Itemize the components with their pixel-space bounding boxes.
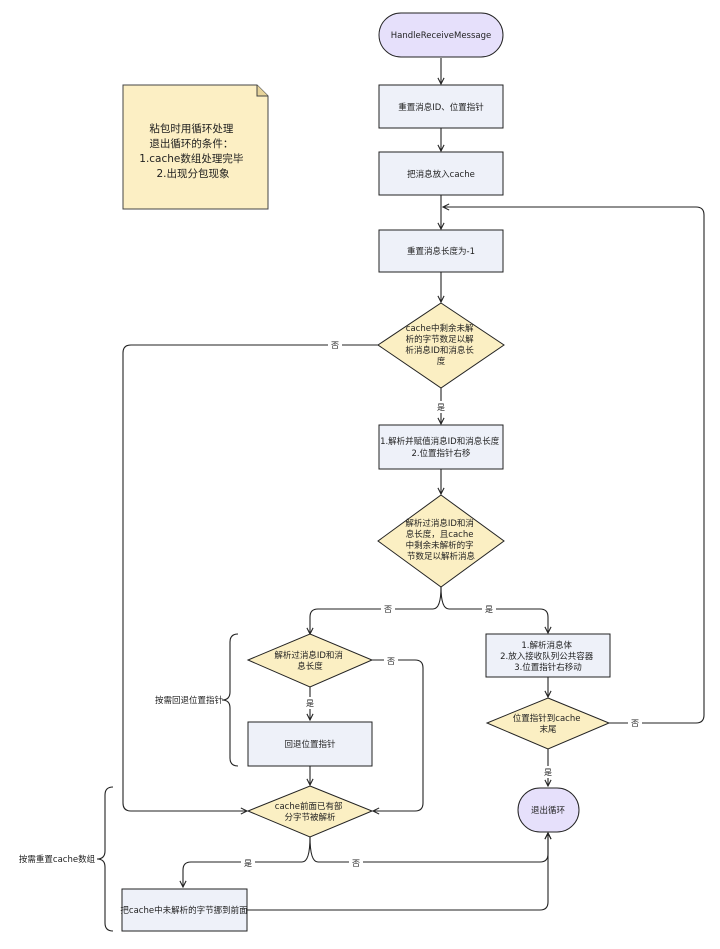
node-reset-len: 重置消息长度为-1 [378, 229, 504, 273]
node-rollback: 回退位置指针 [247, 721, 373, 767]
label-yes-parsed: 是 [306, 699, 314, 708]
brace-rollback: 按需回退位置指针 [155, 633, 239, 767]
node-start-label: HandleReceiveMessage [391, 31, 492, 41]
edge-labels: 否 是 否 是 否 是 是 否 是 否 [241, 339, 642, 869]
edge-checkheader-no [122, 344, 378, 811]
node-check-end: 位置指针到cache 末尾 [485, 697, 611, 750]
node-check-partial: cache前面已有部 分字节被解析 [246, 785, 374, 838]
label-no-end: 否 [631, 719, 639, 728]
edge-checkend-no [443, 207, 705, 724]
node-check-body: 解析过消息ID和消 息长度，且cache 中剩余未解析的字 节数足以解析消息 [377, 494, 505, 588]
edge-checkpartial-yes [183, 836, 311, 887]
label-yes-end: 是 [544, 768, 552, 777]
node-exit-label: 退出循环 [531, 805, 566, 816]
edge-move-exit [247, 833, 548, 911]
edge-checkbody-yes [440, 586, 548, 633]
sticky-note-text: 粘包时用循环处理 退出循环的条件： 1.cache数组处理完毕 2.出现分包现象 [139, 122, 246, 180]
side-label-reset-cache: 按需重置cache数组 [19, 854, 96, 865]
node-reset-len-label: 重置消息长度为-1 [407, 246, 475, 257]
node-check-end-label: 位置指针到cache 末尾 [513, 713, 583, 735]
node-parse-header: 1.解析并赋值消息ID和消息长度 2.位置指针右移 [378, 424, 504, 470]
label-yes-partial: 是 [244, 859, 252, 868]
label-no-parsed: 否 [387, 657, 395, 666]
node-check-body-label: 解析过消息ID和消 息长度，且cache 中剩余未解析的字 节数足以解析消息 [405, 518, 476, 562]
node-move: 把cache中未解析的字节挪到前面 [120, 888, 248, 932]
node-put-cache-label: 把消息放入cache [407, 169, 475, 180]
brace-reset-cache: 按需重置cache数组 [19, 786, 114, 932]
node-check-header: cache中剩余未解 析的字节数足以解 析消息ID和消息长 度 [377, 302, 505, 389]
edge-checkpartial-no [309, 833, 548, 863]
sticky-note: 粘包时用循环处理 退出循环的条件： 1.cache数组处理完毕 2.出现分包现象 [122, 84, 269, 210]
node-move-label: 把cache中未解析的字节挪到前面 [120, 905, 248, 916]
node-check-parsed: 解析过消息ID和消 息长度 [246, 633, 374, 688]
node-check-partial-label: cache前面已有部 分字节被解析 [275, 801, 345, 823]
node-parse-header-label: 1.解析并赋值消息ID和消息长度 2.位置指针右移 [380, 436, 502, 459]
node-reset: 重置消息ID、位置指针 [378, 84, 504, 129]
node-check-header-label: cache中剩余未解 析的字节数足以解 析消息ID和消息长 度 [405, 323, 476, 367]
label-yes-body: 是 [485, 605, 493, 614]
label-yes-header: 是 [437, 403, 445, 412]
label-no-header: 否 [331, 341, 339, 350]
node-parse-body-label: 1.解析消息体 2.放入接收队列公共容器 3.位置指针右移动 [500, 640, 596, 673]
node-reset-label: 重置消息ID、位置指针 [398, 102, 484, 113]
label-no-body: 否 [384, 605, 392, 614]
node-check-parsed-label: 解析过消息ID和消 息长度 [274, 650, 345, 672]
label-no-partial: 否 [352, 859, 360, 868]
node-put-cache: 把消息放入cache [378, 151, 504, 196]
node-parse-body: 1.解析消息体 2.放入接收队列公共容器 3.位置指针右移动 [485, 633, 611, 678]
node-start: HandleReceiveMessage [378, 12, 504, 58]
side-label-rollback: 按需回退位置指针 [155, 695, 224, 706]
node-rollback-label: 回退位置指针 [284, 739, 336, 750]
edge-checkbody-no [310, 586, 442, 634]
node-exit: 退出循环 [517, 787, 580, 833]
edge-checkparsed-no [372, 659, 424, 811]
